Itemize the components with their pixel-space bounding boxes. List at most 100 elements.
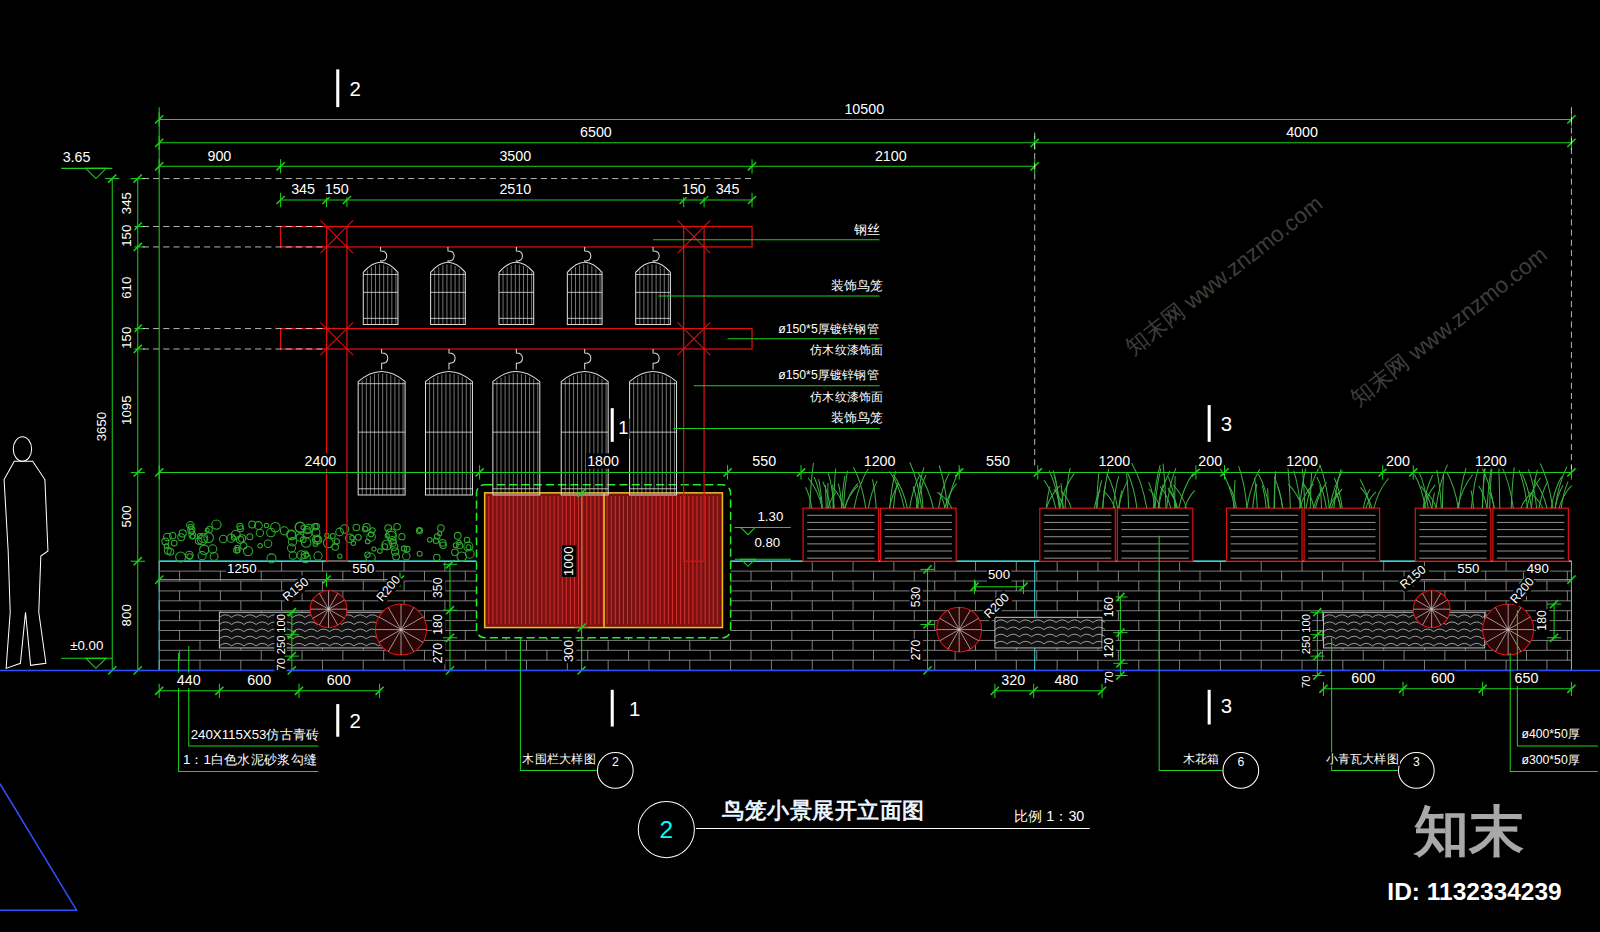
fence-slat	[647, 496, 648, 625]
extension-line	[443, 610, 457, 611]
extension-line	[379, 684, 380, 698]
section-number: 1	[628, 698, 641, 720]
brick-joint	[179, 591, 180, 601]
cage-bar	[668, 272, 669, 324]
planter-slat	[1121, 551, 1188, 552]
cage-ring	[493, 383, 540, 384]
frame-joint	[678, 322, 711, 355]
dimension-label: 1200	[1285, 453, 1319, 469]
brick-joint	[1383, 601, 1384, 611]
planter-slat	[807, 515, 874, 516]
shrub	[465, 550, 474, 559]
plant-leaf	[1374, 478, 1389, 508]
cage-bar	[521, 374, 522, 495]
brick-joint	[159, 601, 160, 611]
cage-bar	[597, 377, 598, 495]
cage-bar	[366, 378, 367, 495]
brick-joint	[1302, 561, 1303, 571]
dimension-label: 木花箱	[1182, 752, 1221, 765]
brick-joint	[1281, 611, 1282, 621]
planter-slat	[1497, 551, 1564, 552]
brick-course	[159, 610, 1571, 611]
brick-joint	[1444, 650, 1445, 660]
planter-slat	[1497, 558, 1564, 559]
brick-joint	[179, 631, 180, 641]
brick-joint	[1016, 561, 1017, 571]
tile-rosette	[1413, 591, 1450, 628]
plant-leaf	[1437, 470, 1442, 508]
cage-bar	[370, 376, 371, 495]
shrub	[219, 535, 226, 542]
extension-line	[479, 465, 480, 479]
dimension-label: 490	[1526, 562, 1550, 577]
brick-joint	[179, 611, 180, 621]
brick-joint	[200, 640, 201, 650]
brick-joint	[1179, 581, 1180, 591]
brick-joint	[1138, 601, 1139, 611]
shrub	[264, 523, 268, 527]
watermark: 知末网 www.znzmo.com	[1121, 191, 1328, 361]
cage-ring	[630, 488, 677, 489]
cage-ring	[358, 432, 405, 433]
shrub	[385, 525, 392, 532]
dimension-label: ø150*5厚镀锌钢管	[777, 369, 880, 382]
dimension-label: 70	[274, 657, 286, 672]
dimension-label: 4000	[1285, 125, 1319, 141]
plant-leaf	[1274, 477, 1282, 508]
dimension-label: 仿木纹漆饰面	[809, 391, 885, 404]
brick-joint	[751, 650, 752, 660]
shrub	[171, 540, 177, 546]
planter-slat	[885, 558, 952, 559]
rosette-spoke	[959, 607, 960, 629]
cage-bar	[602, 379, 603, 495]
dimension-label: 1200	[1097, 453, 1131, 469]
fence-slat	[660, 496, 661, 625]
rosette-spoke	[329, 609, 347, 610]
dimension-label: 70	[1103, 670, 1115, 685]
bird-cage	[431, 262, 466, 324]
dimension-label: 600	[1350, 671, 1376, 687]
leader-line	[1332, 638, 1398, 771]
plant-leaf	[832, 484, 833, 508]
shrub	[240, 542, 247, 549]
extension-line	[285, 656, 299, 657]
brick-joint	[791, 611, 792, 621]
fence-slat	[639, 496, 640, 625]
fence-slat	[668, 496, 669, 625]
brick-joint	[1465, 601, 1466, 611]
extension-line	[280, 193, 281, 207]
dimension-line	[112, 179, 113, 671]
planter-slat	[1308, 551, 1375, 552]
extension-line	[920, 624, 934, 625]
brick-joint	[1281, 571, 1282, 581]
brick-joint	[465, 631, 466, 641]
brick-joint	[1302, 601, 1303, 611]
cage-ring	[358, 383, 405, 384]
brick-joint	[771, 561, 772, 571]
brick-joint	[975, 601, 976, 611]
brick-joint	[1567, 631, 1568, 641]
fence-slat	[692, 496, 693, 625]
leader-line	[1510, 653, 1598, 771]
steel-frame	[327, 227, 347, 562]
planter-slat	[1308, 543, 1375, 544]
frame-joint	[678, 322, 711, 355]
brick-joint	[424, 571, 425, 581]
cage-bar	[433, 378, 434, 495]
section-mark	[336, 69, 339, 107]
brick-joint	[751, 611, 752, 621]
brick-joint	[628, 650, 629, 660]
brick-joint	[1036, 591, 1037, 601]
shrub	[392, 548, 399, 555]
cage-bar	[650, 374, 651, 495]
brick-joint	[240, 581, 241, 591]
extension-line	[1037, 465, 1038, 479]
section-mark	[1208, 405, 1211, 442]
brick-joint	[1200, 571, 1201, 581]
extension-line	[143, 328, 327, 329]
cage-bar	[375, 265, 376, 324]
cage-bar	[670, 379, 671, 495]
brick-joint	[812, 640, 813, 650]
cage-bar	[398, 379, 399, 495]
shrub	[204, 533, 214, 543]
